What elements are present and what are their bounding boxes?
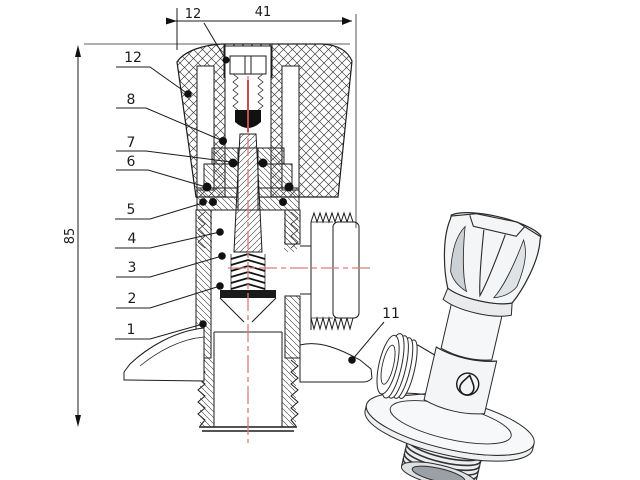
knurl-top bbox=[310, 211, 354, 224]
callout-6: 6 bbox=[127, 154, 136, 170]
o-ring-low-right bbox=[279, 198, 287, 206]
callout-5: 5 bbox=[127, 202, 136, 218]
part-callouts: 12 8 7 6 5 4 3 2 1 11 12 bbox=[115, 50, 400, 364]
knurl-bottom bbox=[310, 316, 354, 331]
dim-width-text: 41 bbox=[255, 5, 272, 20]
o-ring-mid-left bbox=[202, 182, 212, 192]
o-ring-mid-right bbox=[284, 182, 294, 192]
isometric-view bbox=[364, 212, 542, 480]
o-ring-upper-right bbox=[258, 158, 268, 168]
iso-knob bbox=[443, 212, 542, 305]
wings-section bbox=[123, 327, 373, 383]
left-wing bbox=[123, 327, 205, 382]
callout-12: 12 bbox=[124, 50, 142, 66]
nut-cap-face bbox=[332, 221, 360, 319]
callout-4: 4 bbox=[128, 231, 137, 247]
callout-2: 2 bbox=[128, 291, 137, 307]
body-section bbox=[195, 209, 301, 432]
right-wing bbox=[299, 343, 373, 383]
callout-1: 1 bbox=[127, 322, 136, 338]
dim-top-small-text: 12 bbox=[185, 7, 202, 22]
water-drop-icon bbox=[456, 372, 480, 396]
screw-slot bbox=[244, 56, 252, 74]
callout-3: 3 bbox=[128, 260, 137, 276]
screw-section bbox=[229, 55, 267, 128]
dim-height-text: 85 bbox=[63, 228, 78, 245]
dimensions: 85 12 41 bbox=[63, 5, 357, 427]
iso-body bbox=[376, 333, 498, 415]
callout-7: 7 bbox=[127, 135, 136, 151]
o-ring-low-left bbox=[209, 198, 217, 206]
outlet-section bbox=[300, 211, 360, 331]
section-view bbox=[123, 43, 373, 443]
o-ring-upper-left bbox=[228, 158, 238, 168]
callout-11: 11 bbox=[382, 306, 400, 322]
callout-8: 8 bbox=[127, 92, 136, 108]
